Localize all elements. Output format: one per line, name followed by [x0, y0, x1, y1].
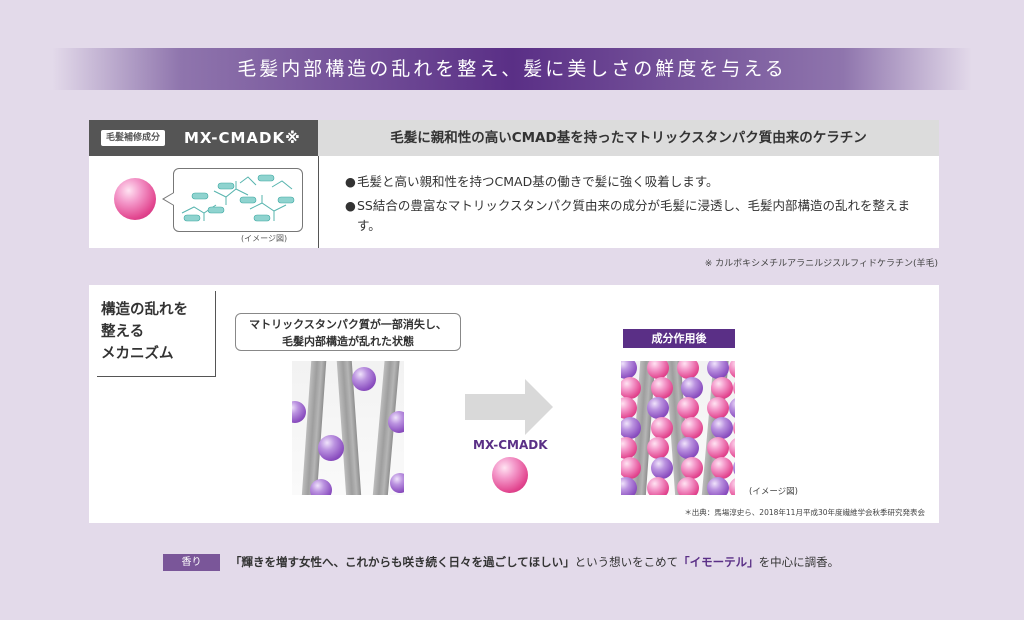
- repair-sphere: [647, 477, 669, 495]
- repair-sphere: [677, 477, 699, 495]
- repair-sphere: [711, 457, 733, 479]
- repair-sphere: [733, 377, 735, 399]
- repair-sphere: [681, 417, 703, 439]
- repair-sphere: [733, 417, 735, 439]
- scent-quote: 「輝きを増す女性へ、これからも咲き続く日々を過ごしてほしい」: [230, 555, 575, 569]
- repair-sphere: [729, 477, 735, 495]
- molecule-bubble: [173, 168, 303, 232]
- repair-sphere: [651, 377, 673, 399]
- repair-sphere: [651, 417, 673, 439]
- banner-title: 毛髪内部構造の乱れを整え、髪に美しさの鮮度を与える: [237, 58, 787, 80]
- divider: [318, 156, 319, 248]
- before-label-line: 毛髪内部構造が乱れた状態: [282, 335, 414, 348]
- repair-sphere: [677, 397, 699, 419]
- mechanism-title-line: 整える: [101, 324, 145, 340]
- protein-sphere: [621, 477, 637, 495]
- image-note: (イメージ図): [749, 487, 798, 497]
- protein-sphere: [621, 361, 637, 379]
- protein-sphere: [310, 479, 332, 495]
- repair-sphere: [711, 377, 733, 399]
- repair-sphere: [681, 457, 703, 479]
- repair-sphere: [621, 397, 637, 419]
- ingredient-headline: 毛髪に親和性の高いCMAD基を持ったマトリックスタンパク質由来のケラチン: [390, 130, 867, 146]
- repair-sphere: [647, 437, 669, 459]
- repair-sphere: [621, 457, 641, 479]
- before-panel: [292, 361, 404, 495]
- image-note: (イメージ図): [241, 234, 288, 243]
- protein-sphere: [733, 457, 735, 479]
- scent-highlight: 「イモーテル」: [678, 555, 759, 569]
- scent-tag: 香り: [163, 554, 220, 571]
- mechanism-title: 構造の乱れを 整える メカニズム: [101, 299, 188, 365]
- repair-sphere: [729, 361, 735, 379]
- agent-label: MX-CMADK: [473, 438, 548, 452]
- ingredient-tag: 毛髪補修成分: [101, 130, 166, 146]
- repair-sphere: [707, 437, 729, 459]
- after-panel: [621, 361, 735, 495]
- molecule-illustration: [181, 174, 295, 222]
- before-label-line: マトリックスタンパク質が一部消失し、: [249, 318, 447, 331]
- scent-middle: という想いをこめて: [574, 555, 679, 569]
- mechanism-title-line: メカニズム: [101, 346, 174, 362]
- bullet-item: ● SS結合の豊富なマトリックスタンパク質由来の成分が毛髪に浸透し、毛髪内部構造…: [345, 196, 925, 236]
- bullet-item: ● 毛髪と高い親和性を持つCMAD基の働きで髪に強く吸着します。: [345, 172, 925, 192]
- ingredient-header: 毛髪補修成分 MX-CMADK※: [89, 120, 318, 156]
- protein-sphere: [352, 367, 376, 391]
- bullet-text: SS結合の豊富なマトリックスタンパク質由来の成分が毛髪に浸透し、毛髪内部構造の乱…: [357, 198, 910, 233]
- scent-description: 「輝きを増す女性へ、これからも咲き続く日々を過ごしてほしい」という想いをこめて「…: [230, 553, 839, 572]
- repair-sphere: [621, 437, 637, 459]
- mechanism-card: 構造の乱れを 整える メカニズム マトリックスタンパク質が一部消失し、 毛髪内部…: [89, 285, 939, 523]
- bullet-mark: ●: [345, 198, 356, 213]
- protein-sphere: [647, 397, 669, 419]
- protein-sphere: [677, 437, 699, 459]
- mechanism-title-frame: [97, 291, 216, 377]
- agent-sphere: [492, 457, 528, 493]
- protein-sphere: [707, 477, 729, 495]
- protein-sphere: [711, 417, 733, 439]
- title-banner: 毛髪内部構造の乱れを整え、髪に美しさの鮮度を与える: [52, 48, 972, 90]
- bullet-text: 毛髪と高い親和性を持つCMAD基の働きで髪に強く吸着します。: [357, 174, 719, 189]
- repair-sphere: [677, 361, 699, 379]
- protein-sphere: [681, 377, 703, 399]
- mechanism-title-line: 構造の乱れを: [101, 302, 188, 318]
- protein-sphere: [621, 417, 641, 439]
- repair-sphere: [621, 377, 641, 399]
- bubble-tail-inner: [164, 193, 174, 205]
- repair-sphere: [729, 437, 735, 459]
- ingredient-bullets: ● 毛髪と高い親和性を持つCMAD基の働きで髪に強く吸着します。 ● SS結合の…: [345, 172, 925, 240]
- ingredient-sphere: [114, 178, 156, 220]
- protein-sphere: [651, 457, 673, 479]
- repair-sphere: [707, 397, 729, 419]
- scent-end: を中心に調香。: [758, 555, 840, 569]
- ingredient-footnote: ※ カルボキシメチルアラニルジスルフィドケラチン(羊毛): [704, 259, 938, 269]
- protein-sphere: [390, 473, 404, 493]
- ingredient-card: 毛髪補修成分 MX-CMADK※ 毛髪に親和性の高いCMAD基を持ったマトリック…: [89, 120, 939, 248]
- arrow-icon: [465, 394, 525, 420]
- after-state-label: 成分作用後: [623, 329, 735, 348]
- protein-sphere: [292, 401, 306, 423]
- protein-sphere: [707, 361, 729, 379]
- arrow-head-icon: [525, 379, 553, 435]
- protein-sphere: [388, 411, 404, 433]
- before-state-label: マトリックスタンパク質が一部消失し、 毛髪内部構造が乱れた状態: [235, 313, 461, 351]
- ingredient-headline-bar: 毛髪に親和性の高いCMAD基を持ったマトリックスタンパク質由来のケラチン: [318, 120, 939, 156]
- bullet-mark: ●: [345, 174, 356, 189]
- ingredient-name: MX-CMADK※: [184, 129, 301, 147]
- source-citation: ＊出典：馬場淳史ら、2018年11月平成30年度繊維学会秋季研究発表会: [684, 508, 925, 517]
- repair-sphere: [647, 361, 669, 379]
- hair-fiber: [299, 361, 328, 495]
- protein-sphere: [318, 435, 344, 461]
- protein-sphere: [729, 397, 735, 419]
